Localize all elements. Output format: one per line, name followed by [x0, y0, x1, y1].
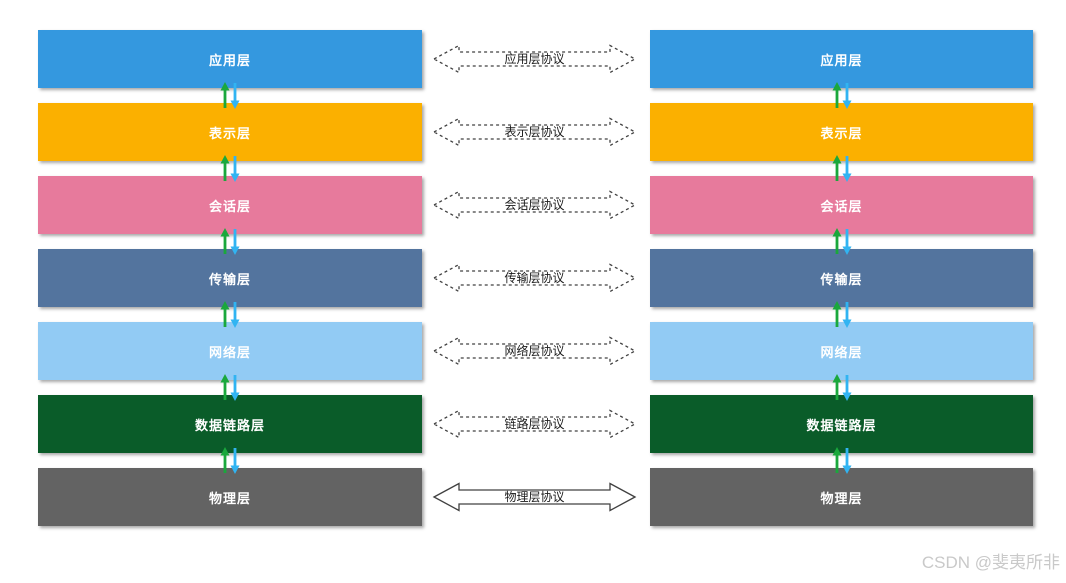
protocol-label: 传输层协议 [504, 270, 564, 285]
inter-layer-arrows [829, 228, 855, 255]
protocol-arrow-presentation: 表示层协议 [432, 103, 637, 161]
layer-box-presentation-left: 表示层 [38, 103, 422, 182]
arrow-up-icon [832, 447, 841, 473]
protocol-label: 应用层协议 [504, 51, 564, 66]
layer-label: 会话层 [208, 198, 251, 214]
arrow-down-icon [230, 229, 240, 255]
arrow-up-icon [220, 155, 230, 181]
layer-label: 物理层 [820, 490, 863, 506]
layer-box-transport-left: 传输层 [38, 249, 422, 328]
double-arrow-shape [432, 336, 637, 366]
arrow-down-icon [230, 156, 240, 182]
layer-label: 应用层 [208, 52, 251, 68]
layer-label: 数据链路层 [806, 417, 877, 433]
arrow-up-icon [832, 228, 841, 254]
arrow-up-icon [832, 374, 841, 400]
protocol-arrow-network: 网络层协议 [432, 322, 637, 380]
double-arrow-shape [432, 117, 637, 147]
layer-label: 传输层 [208, 271, 251, 287]
inter-layer-arrows [217, 374, 243, 401]
double-arrow-shape [432, 44, 637, 74]
layer-label: 网络层 [820, 344, 863, 360]
layer-box-datalink-left: 数据链路层 [38, 395, 422, 474]
arrow-up-icon [220, 82, 230, 108]
arrow-up-icon [220, 301, 230, 327]
inter-layer-arrows [217, 155, 243, 182]
layer-box-session-left: 会话层 [38, 176, 422, 255]
protocol-label: 表示层协议 [504, 124, 564, 139]
layer-box-physical-right: 物理层 [650, 468, 1033, 526]
protocol-label: 链路层协议 [504, 416, 564, 431]
arrow-down-icon [230, 375, 240, 401]
layer-label: 物理层 [208, 490, 251, 506]
layer-label: 网络层 [208, 344, 251, 360]
arrow-down-icon [842, 375, 851, 401]
arrow-down-icon [230, 302, 240, 328]
arrow-up-icon [832, 301, 841, 327]
arrow-down-icon [842, 448, 851, 474]
inter-layer-arrows [829, 301, 855, 328]
layer-label: 数据链路层 [194, 417, 265, 433]
arrow-down-icon [230, 83, 240, 109]
protocol-arrows-column: 应用层协议 表示层协议 会话层协议 传输层协议 网络层协议 [432, 30, 637, 526]
layer-box-application-right: 应用层 [650, 30, 1033, 109]
arrow-down-icon [842, 83, 851, 109]
arrow-down-icon [842, 229, 851, 255]
layer-box-network-left: 网络层 [38, 322, 422, 401]
layer-label: 表示层 [208, 125, 251, 141]
arrow-up-icon [832, 155, 841, 181]
layer-label: 表示层 [820, 125, 863, 141]
arrow-up-icon [220, 374, 230, 400]
watermark: CSDN @斐夷所非 [921, 553, 1060, 572]
protocol-arrow-application: 应用层协议 [432, 30, 637, 88]
inter-layer-arrows [829, 155, 855, 182]
inter-layer-arrows [217, 82, 243, 109]
layer-box-session-right: 会话层 [650, 176, 1033, 255]
layer-box-application-left: 应用层 [38, 30, 422, 109]
inter-layer-arrows [829, 447, 855, 474]
osi-stack-left: 应用层 表示层 [38, 30, 422, 526]
inter-layer-arrows [829, 82, 855, 109]
arrow-up-icon [220, 228, 230, 254]
arrow-down-icon [842, 302, 851, 328]
protocol-label: 物理层协议 [504, 489, 564, 504]
double-arrow-shape [432, 190, 637, 220]
arrow-up-icon [220, 447, 230, 473]
protocol-arrow-transport: 传输层协议 [432, 249, 637, 307]
inter-layer-arrows [217, 228, 243, 255]
layer-box-network-right: 网络层 [650, 322, 1033, 401]
layer-box-presentation-right: 表示层 [650, 103, 1033, 182]
double-arrow-shape [432, 409, 637, 439]
layer-label: 传输层 [820, 271, 863, 287]
layer-box-physical-left: 物理层 [38, 468, 422, 526]
protocol-arrow-session: 会话层协议 [432, 176, 637, 234]
arrow-down-icon [230, 448, 240, 474]
protocol-arrow-physical: 物理层协议 [432, 468, 637, 526]
layer-label: 应用层 [820, 52, 863, 68]
layer-label: 会话层 [820, 198, 863, 214]
protocol-arrow-datalink: 链路层协议 [432, 395, 637, 453]
double-arrow-shape [432, 482, 637, 512]
layer-box-datalink-right: 数据链路层 [650, 395, 1033, 474]
inter-layer-arrows [217, 301, 243, 328]
arrow-up-icon [832, 82, 841, 108]
double-arrow-shape [432, 263, 637, 293]
inter-layer-arrows [829, 374, 855, 401]
protocol-label: 会话层协议 [504, 197, 564, 212]
osi-stack-right: 应用层 表示层 [650, 30, 1033, 526]
inter-layer-arrows [217, 447, 243, 474]
protocol-label: 网络层协议 [504, 343, 564, 358]
layer-box-transport-right: 传输层 [650, 249, 1033, 328]
arrow-down-icon [842, 156, 851, 182]
